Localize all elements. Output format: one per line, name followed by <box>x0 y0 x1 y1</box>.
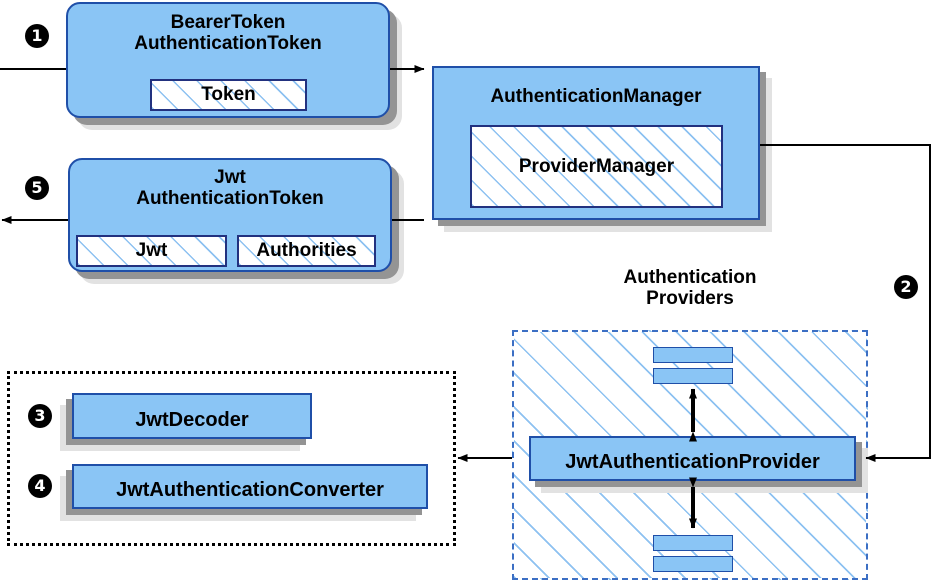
step-marker-4: 4 <box>28 474 52 498</box>
jwt-token-field-jwt: Jwt <box>76 235 227 267</box>
jwt-token-title: Jwt AuthenticationToken <box>136 167 324 209</box>
authentication-providers-label: Authentication Providers <box>623 267 757 309</box>
provider-stub-bottom-1 <box>653 535 733 551</box>
bearer-token-field-token: Token <box>150 79 307 111</box>
provider-stub-bottom-2 <box>653 556 733 572</box>
provider-stub-top-2 <box>653 368 733 384</box>
bearer-token-title: BearerToken AuthenticationToken <box>134 12 322 54</box>
node-jwt-authentication-converter[interactable]: JwtAuthenticationConverter <box>72 464 428 509</box>
provider-stub-top-1 <box>653 347 733 363</box>
authentication-manager-title: AuthenticationManager <box>490 86 702 107</box>
authentication-manager-field-provider-manager: ProviderManager <box>470 125 723 208</box>
jwt-support-container <box>7 371 456 546</box>
jwt-provider-title: JwtAuthenticationProvider <box>565 451 820 474</box>
jwt-converter-title: JwtAuthenticationConverter <box>116 479 384 502</box>
node-jwt-decoder[interactable]: JwtDecoder <box>72 393 312 439</box>
step-marker-3: 3 <box>28 404 52 428</box>
step-marker-5: 5 <box>25 176 49 200</box>
node-jwt-authentication-provider[interactable]: JwtAuthenticationProvider <box>529 436 856 481</box>
jwt-decoder-title: JwtDecoder <box>135 408 249 431</box>
step-marker-2: 2 <box>894 275 918 299</box>
jwt-token-field-authorities: Authorities <box>237 235 376 267</box>
step-marker-1: 1 <box>25 24 49 48</box>
